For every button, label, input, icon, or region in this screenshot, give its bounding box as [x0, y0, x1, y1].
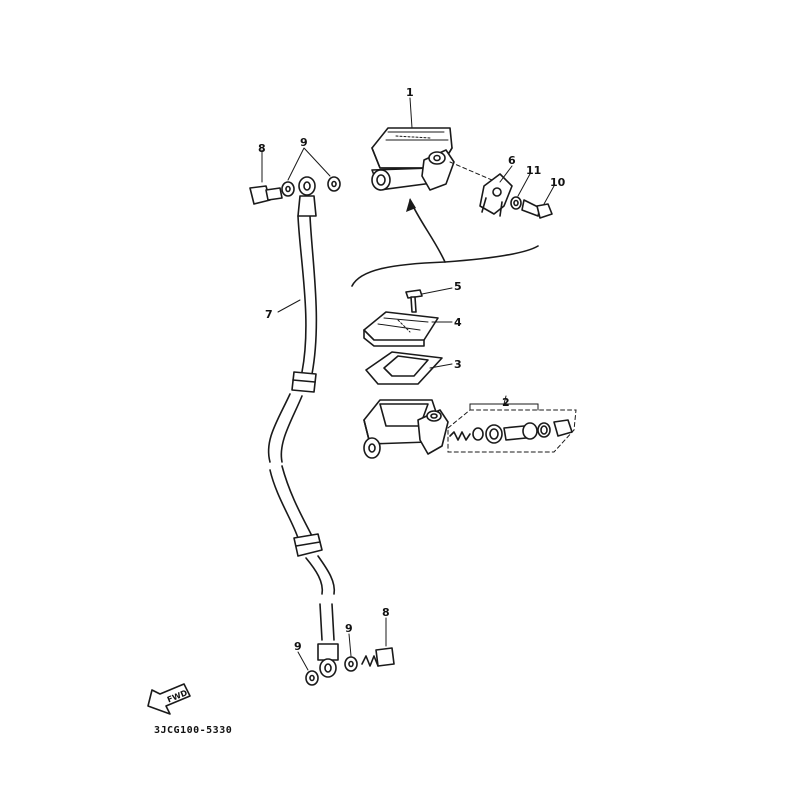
union-bolt-bottom — [361, 647, 395, 667]
diagram-code: 3JCG100-5330 — [154, 725, 232, 736]
callout-10: 10 — [550, 176, 566, 189]
forward-direction-arrow: FWD — [147, 683, 191, 715]
union-bolt-top — [249, 149, 283, 205]
callout-2: 2 — [502, 396, 510, 409]
callout-9-bottom-right: 9 — [345, 622, 353, 635]
gasket-washer-top-right — [327, 176, 341, 192]
callout-9-top: 9 — [300, 136, 308, 149]
bracket-bolt — [521, 199, 553, 219]
bracket-washer — [510, 196, 522, 210]
reservoir-cap-screw — [405, 287, 453, 313]
brake-hose — [267, 176, 339, 678]
callout-6: 6 — [508, 154, 516, 167]
reservoir-diaphragm — [365, 351, 453, 385]
master-cylinder-bracket — [479, 173, 513, 217]
gasket-washer-bottom-right — [344, 656, 358, 672]
gasket-washer-bottom-left — [305, 670, 319, 686]
callout-7: 7 — [265, 308, 273, 321]
callout-9-bottom-left: 9 — [294, 640, 302, 653]
callout-11: 11 — [526, 164, 541, 177]
callout-4: 4 — [454, 316, 462, 329]
callout-8-bottom: 8 — [382, 606, 390, 619]
piston-kit — [447, 395, 577, 453]
callout-3: 3 — [454, 358, 462, 371]
master-cylinder-assembly — [371, 127, 493, 191]
master-cylinder-body — [363, 399, 449, 459]
reservoir-cap — [363, 311, 453, 347]
callout-8-top: 8 — [258, 142, 266, 155]
callout-1: 1 — [406, 86, 414, 99]
gasket-washer-top-left — [281, 181, 295, 197]
callout-5: 5 — [454, 280, 462, 293]
